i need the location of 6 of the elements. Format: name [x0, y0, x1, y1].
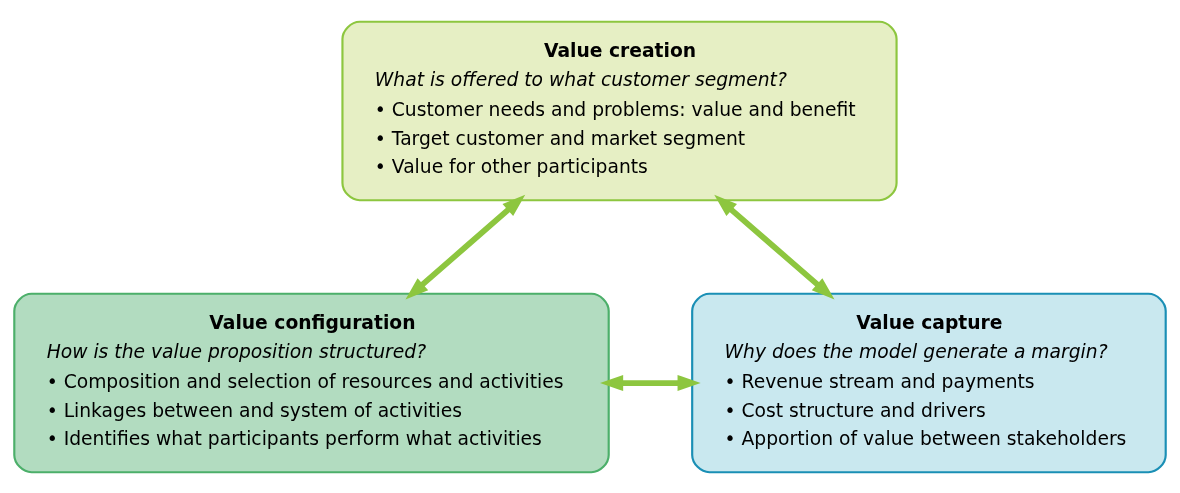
arrow [405, 194, 526, 299]
node-box: Value capture Why does the model generate a margin? • Revenue stream and payments • Cost structure and drivers • Apportion of value between stakeholders [691, 292, 1167, 473]
arrow [600, 374, 701, 391]
node-box: Value creation What is offered to what customer segment? • Customer needs and problems: value and benefit • Target customer and market segment • Value for other participants [341, 20, 898, 201]
arrow [714, 194, 835, 299]
node-box: Value configuration How is the value proposition structured? • Composition and selection of resources and activities • Linkages between and system of activities • Identifies what participants perform what activities [13, 292, 610, 473]
